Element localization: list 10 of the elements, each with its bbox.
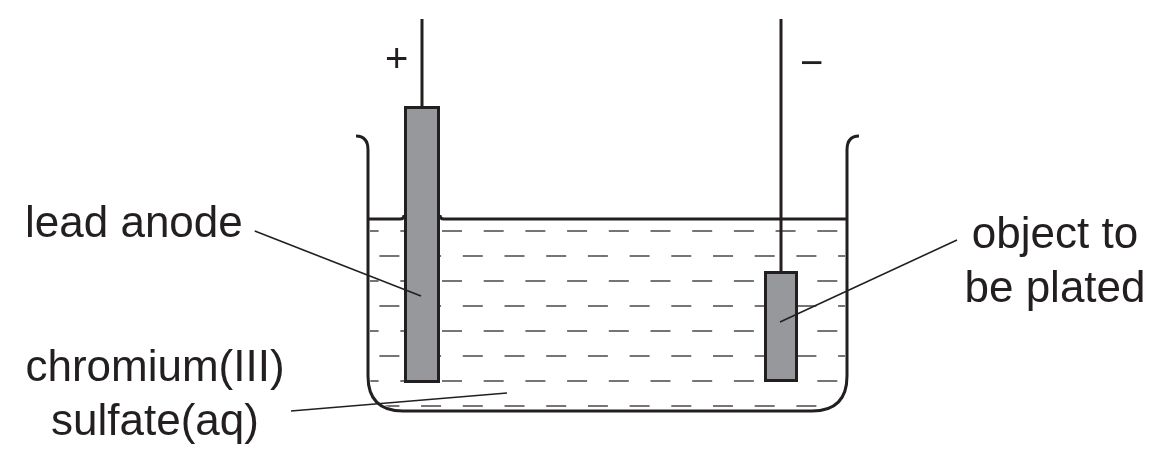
- callout-label: lead anode: [25, 195, 243, 249]
- electrode: [764, 271, 798, 382]
- callout-label: chromium(III) sulfate(aq): [21, 339, 289, 447]
- callout-label: object to be plated: [961, 206, 1149, 314]
- polarity-sign: −: [800, 42, 824, 82]
- leader-line: [290, 392, 508, 412]
- electrode: [404, 106, 440, 383]
- leader-line: [253, 230, 422, 297]
- leader-line: [779, 239, 958, 323]
- polarity-sign: +: [385, 38, 409, 78]
